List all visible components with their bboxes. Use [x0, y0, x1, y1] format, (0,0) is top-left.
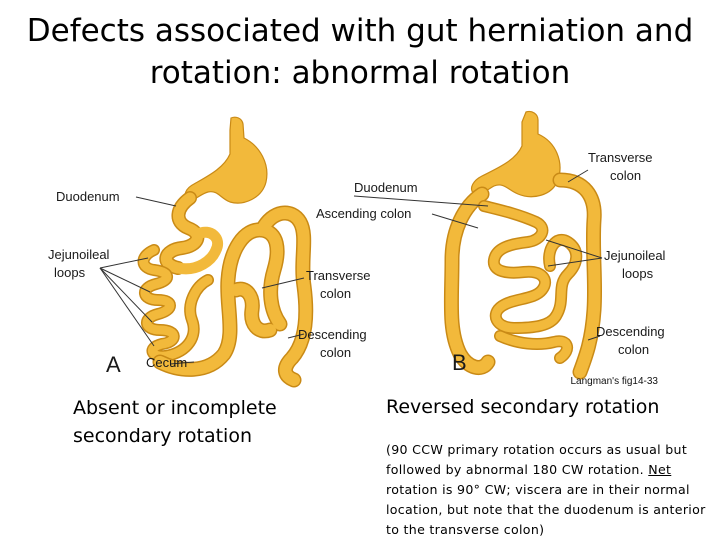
figure-credit: Langman's fig14-33	[570, 376, 658, 387]
panel-a: Duodenum Jejunoileal loops Transverse co…	[48, 116, 371, 388]
panel-a-label-descending-colon: colon	[320, 345, 351, 360]
panel-a-label-jejunoileal: Jejunoileal	[48, 247, 110, 262]
caption-right-body: (90 CCW primary rotation occurs as usual…	[386, 440, 712, 540]
panel-b-label-descending: Descending	[596, 324, 665, 339]
panel-b: Duodenum Ascending colon Transverse colo…	[316, 110, 666, 380]
panel-b-label-duodenum: Duodenum	[354, 180, 418, 195]
panel-a-label-duodenum: Duodenum	[56, 189, 120, 204]
caption-right-body-underlined: Net	[648, 462, 672, 477]
gut-rotation-illustration: Duodenum Jejunoileal loops Transverse co…	[48, 110, 666, 388]
caption-left: Absent or incomplete secondary rotation	[73, 397, 277, 447]
panel-a-label-transverse-colon: colon	[320, 286, 351, 301]
panel-a-letter: A	[106, 352, 121, 377]
caption-right-body-text-1: (90 CCW primary rotation occurs as usual…	[386, 442, 688, 477]
panel-b-label-ascending-colon: Ascending colon	[316, 206, 411, 221]
panel-a-label-descending: Descending	[298, 327, 367, 342]
caption-right-title: Reversed secondary rotation	[386, 396, 660, 418]
panel-a-stomach	[184, 116, 268, 204]
panel-a-label-loops: loops	[54, 265, 86, 280]
slide-title-line-1: Defects associated with gut herniation a…	[26, 13, 694, 49]
caption-right-body-text-2: rotation is 90° CW; viscera are in their…	[386, 482, 706, 537]
panel-b-label-loops: loops	[622, 266, 654, 281]
gut-rotation-figure: Duodenum Jejunoileal loops Transverse co…	[48, 110, 680, 388]
panel-b-label-transverse-colon: colon	[610, 168, 641, 183]
panel-b-label-transverse: Transverse	[588, 150, 653, 165]
panel-b-leader-lines	[353, 169, 603, 341]
slide-title-line-2: rotation: abnormal rotation	[149, 55, 571, 91]
panel-a-gut	[137, 116, 314, 388]
panel-b-stomach	[470, 110, 561, 198]
panel-a-label-cecum: Cecum	[146, 355, 187, 370]
panel-a-label-transverse: Transverse	[306, 268, 371, 283]
panel-b-label-jejunoileal: Jejunoileal	[604, 248, 666, 263]
panel-b-letter: B	[452, 350, 467, 375]
panel-b-label-descending-colon: colon	[618, 342, 649, 357]
panel-a-leader-lines	[99, 196, 305, 365]
slide-title: Defects associated with gut herniation a…	[0, 10, 720, 94]
panel-b-gut	[443, 110, 603, 380]
